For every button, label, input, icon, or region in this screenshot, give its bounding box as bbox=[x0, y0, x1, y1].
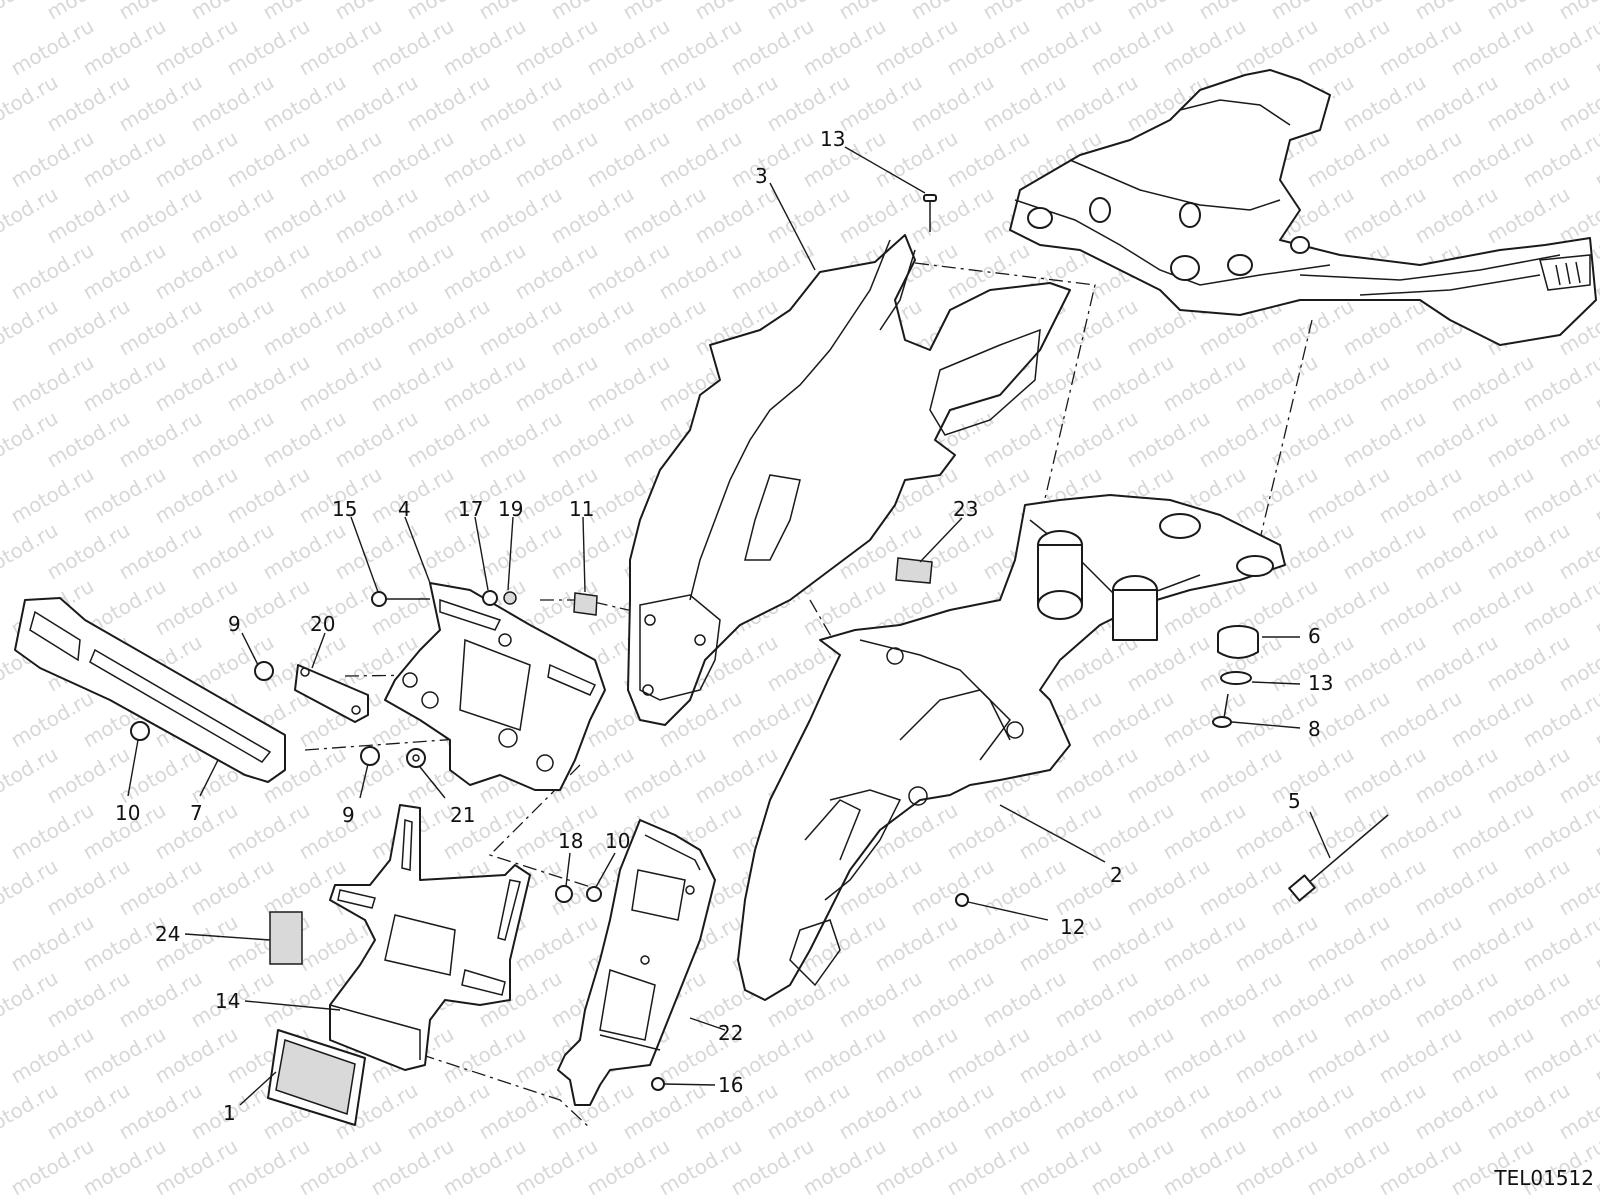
callout-9-lower: 9 bbox=[342, 803, 355, 827]
callout-19: 19 bbox=[498, 497, 523, 521]
callout-23: 23 bbox=[953, 497, 978, 521]
part-7-bar bbox=[14, 597, 286, 783]
leader-lines bbox=[127, 146, 1331, 1106]
callout-18: 18 bbox=[558, 829, 583, 853]
part-1-reflector bbox=[267, 1029, 366, 1126]
callout-24: 24 bbox=[155, 922, 180, 946]
callout-4: 4 bbox=[398, 497, 411, 521]
part-3-rear-cover bbox=[627, 234, 1071, 726]
callout-16: 16 bbox=[718, 1073, 743, 1097]
callout-21: 21 bbox=[450, 803, 475, 827]
callout-5: 5 bbox=[1288, 789, 1301, 813]
part-14-plate-bracket bbox=[329, 804, 531, 1071]
callout-17: 17 bbox=[458, 497, 483, 521]
screw-13-lower bbox=[955, 893, 969, 907]
callout-labels: 13 3 15 4 17 19 11 23 9 20 6 13 8 5 10 7… bbox=[115, 127, 1333, 1125]
part-6-grommet bbox=[1217, 625, 1259, 659]
screw-13-top bbox=[923, 194, 937, 232]
part-2-mudguard bbox=[737, 494, 1286, 1001]
drawing-code: TEL01512 bbox=[1494, 1166, 1594, 1190]
callout-22: 22 bbox=[718, 1021, 743, 1045]
part-12-washer bbox=[1220, 671, 1252, 685]
part-23-label bbox=[895, 557, 933, 584]
callout-12: 13 bbox=[1308, 671, 1333, 695]
callout-2: 2 bbox=[1110, 863, 1123, 887]
callout-11: 11 bbox=[569, 497, 594, 521]
part-22-lower-cover bbox=[557, 819, 716, 1106]
callout-7: 7 bbox=[190, 801, 203, 825]
fasteners-left bbox=[130, 590, 665, 1091]
part-5-cable-tie bbox=[1288, 814, 1389, 902]
part-20-link bbox=[294, 664, 369, 723]
callout-1: 1 bbox=[223, 1101, 236, 1125]
callout-13-lower: 12 bbox=[1060, 915, 1085, 939]
callout-10-right: 10 bbox=[605, 829, 630, 853]
subframe bbox=[1009, 69, 1597, 346]
callout-14: 14 bbox=[215, 989, 240, 1013]
callout-13-top: 13 bbox=[820, 127, 845, 151]
callout-3: 3 bbox=[755, 164, 768, 188]
callout-10-left: 10 bbox=[115, 801, 140, 825]
part-4-bracket bbox=[384, 582, 606, 791]
callout-15: 15 bbox=[332, 497, 357, 521]
part-24-sticker bbox=[269, 911, 303, 965]
callout-20: 20 bbox=[310, 612, 335, 636]
callout-6: 6 bbox=[1308, 624, 1321, 648]
callout-8: 8 bbox=[1308, 717, 1321, 741]
part-8-screw bbox=[1212, 693, 1232, 728]
callout-9-upper: 9 bbox=[228, 612, 241, 636]
